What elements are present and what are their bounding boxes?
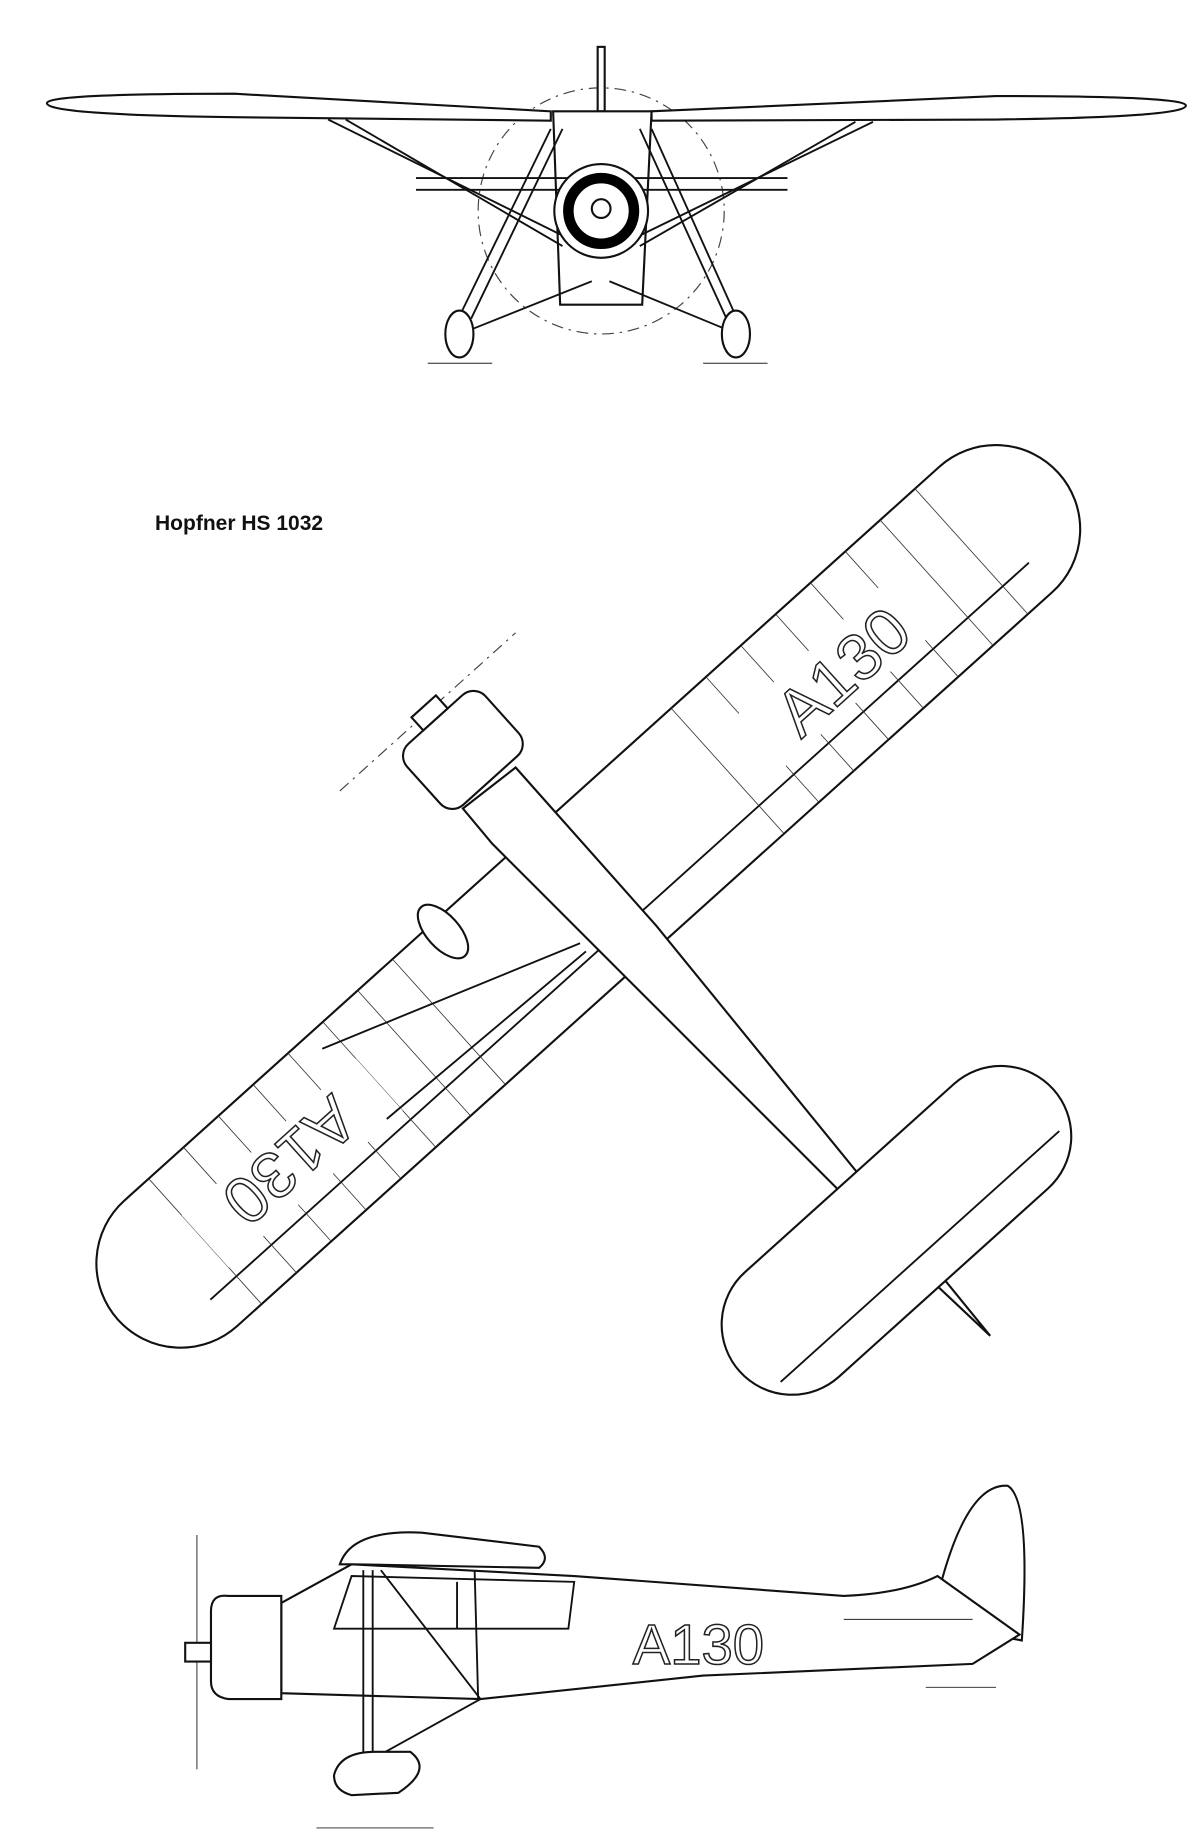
fuselage-side — [280, 1563, 1022, 1701]
tailplane — [720, 1064, 1073, 1396]
cockpit-windows — [332, 1575, 576, 1630]
left-wing — [45, 92, 552, 122]
propeller-disc — [477, 87, 725, 335]
fuselage-marking: A130 — [633, 1613, 764, 1676]
left-wheel — [444, 309, 475, 359]
side-view: A130 — [184, 1484, 1026, 1829]
engine-cowling-side — [209, 1594, 283, 1701]
roundel — [563, 172, 640, 249]
front-view — [45, 45, 1187, 364]
fin — [596, 45, 606, 113]
right-wheel — [720, 309, 752, 359]
right-wing — [650, 95, 1187, 122]
spinner-top — [410, 693, 450, 732]
spinner-side — [184, 1641, 213, 1663]
wing-side — [338, 1531, 546, 1569]
wheel-spat — [332, 1750, 421, 1797]
top-view: A130 A130 — [95, 444, 1082, 1396]
diagram-title: Hopfner HS 1032 — [155, 512, 324, 535]
spinner — [590, 198, 612, 220]
